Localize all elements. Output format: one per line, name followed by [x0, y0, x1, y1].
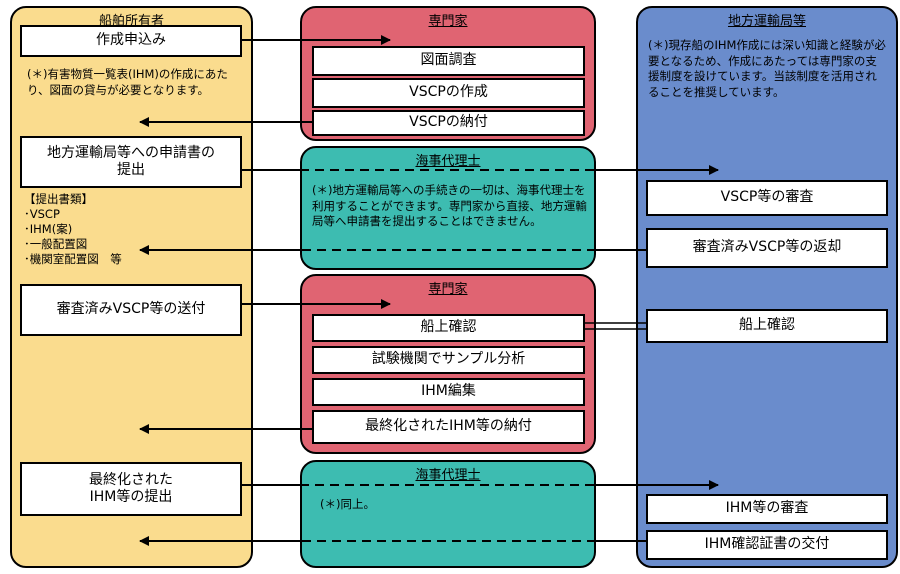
- bureau-lane: 地方運輸局等: [636, 6, 898, 568]
- bureau-step-certificate-issue: IHM確認証書の交付: [646, 530, 888, 560]
- bureau-lane-title: 地方運輸局等: [727, 14, 806, 29]
- expert-step-vscp-delivery: VSCPの納付: [312, 110, 585, 136]
- document-item: ･一般配置図: [24, 236, 88, 251]
- bureau-support-note: (＊)現存船のIHM作成には深い知識と経験が必要となるため、作成にあたっては専門…: [648, 38, 886, 99]
- final-ihm-submit-box: 最終化された IHM等の提出: [20, 462, 242, 516]
- apply-box: 作成申込み: [20, 25, 242, 57]
- expert-step-vscp-creation: VSCPの作成: [312, 78, 585, 108]
- expert-lane-2-title: 専門家: [428, 282, 468, 297]
- agent-procedure-note: (＊)地方運輸局等への手続きの一切は、海事代理士を利用することができます。専門家…: [312, 183, 587, 229]
- bureau-step-return-vscp: 審査済みVSCP等の返却: [646, 228, 888, 268]
- agent-same-note: (＊)同上。: [320, 497, 375, 511]
- bureau-step-ihm-review: IHM等の審査: [646, 494, 888, 524]
- bureau-step-vscp-review: VSCP等の審査: [646, 180, 888, 216]
- submitted-documents: 【提出書類】 ･VSCP ･IHM(案) ･一般配置図 ･機関室配置図 等: [24, 192, 224, 267]
- expert-step-sample-analysis: 試験機関でサンプル分析: [312, 346, 585, 374]
- send-reviewed-vscp-box: 審査済みVSCP等の送付: [20, 284, 242, 336]
- document-item: ･機関室配置図 等: [24, 251, 122, 266]
- agent-lane-2-title: 海事代理士: [415, 468, 481, 483]
- document-item: ･VSCP: [24, 206, 60, 221]
- owner-drawing-note: (＊)有害物質一覧表(IHM)の作成にあたり、図面の貸与が必要となります。: [27, 67, 228, 97]
- expert-step-drawing-survey: 図面調査: [312, 46, 585, 76]
- bureau-step-onboard-check: 船上確認: [646, 309, 888, 343]
- expert-step-onboard-check: 船上確認: [312, 314, 585, 342]
- expert-step-ihm-edit: IHM編集: [312, 378, 585, 406]
- submitted-documents-header: 【提出書類】: [24, 192, 93, 206]
- document-item: ･IHM(案): [24, 221, 73, 236]
- agent-lane-2: 海事代理士: [300, 460, 596, 568]
- agent-lane-1-title: 海事代理士: [415, 154, 481, 169]
- expert-lane-1-title: 専門家: [428, 14, 468, 29]
- expert-step-final-ihm-delivery: 最終化されたIHM等の納付: [312, 410, 585, 444]
- submit-application-box: 地方運輸局等への申請書の 提出: [20, 136, 242, 188]
